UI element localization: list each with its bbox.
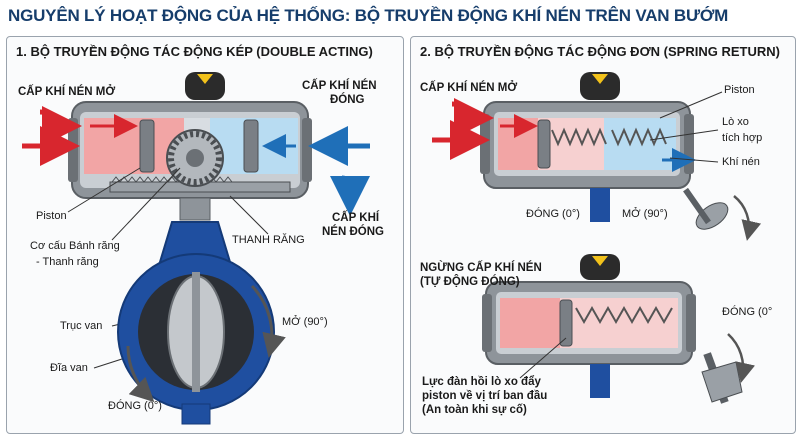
small-valve-disc-open bbox=[683, 187, 729, 230]
right-piston bbox=[243, 119, 259, 173]
integrated-spring bbox=[611, 127, 667, 147]
close-supply-label-1: CẤP KHÍ NÉN bbox=[302, 80, 377, 92]
rack-label: THANH RĂNG bbox=[232, 234, 305, 246]
small-valve-disc-closed bbox=[701, 352, 743, 404]
diagram-title: NGUYÊN LÝ HOẠT ĐỘNG CỦA HỆ THỐNG: BỘ TRU… bbox=[8, 6, 729, 25]
open-supply-label: CẤP KHÍ NÉN MỞ bbox=[18, 86, 116, 98]
close-supply-b-label-2: NÉN ĐÓNG bbox=[322, 226, 384, 238]
spring-open-arrow-1 bbox=[451, 98, 494, 138]
gear-rack-label-2: - Thanh răng bbox=[36, 256, 99, 268]
gear-leader bbox=[111, 167, 181, 241]
close-supply-b-label-1: CẤP KHÍ bbox=[332, 212, 380, 224]
return-label-2: piston về vị trí ban đầu bbox=[422, 390, 548, 402]
spring-close-deg-label-2: ĐÓNG (0° bbox=[722, 306, 773, 318]
open-air-arrow-1 bbox=[39, 106, 82, 146]
spring-open-deg-label: MỞ (90°) bbox=[622, 208, 668, 220]
stem-label: Trục van bbox=[60, 320, 103, 332]
disc-label: Đĩa van bbox=[50, 362, 88, 374]
open-deg-label: MỞ (90°) bbox=[282, 316, 328, 328]
spring-label-2: tích hợp bbox=[722, 132, 763, 144]
spring-close-deg-label: ĐÓNG (0°) bbox=[526, 208, 580, 220]
left-piston bbox=[139, 119, 155, 173]
close-deg-label: ĐÓNG (0°) bbox=[108, 400, 162, 412]
return-spring bbox=[575, 305, 673, 325]
spring-return-actuator-top bbox=[480, 72, 762, 241]
butterfly-valve bbox=[117, 221, 275, 425]
return-label-3: (An toàn khi sự cố) bbox=[422, 404, 527, 416]
spring-piston bbox=[537, 119, 551, 169]
spring-return-actuator-bottom bbox=[482, 254, 755, 404]
close-supply-label-2: ĐÓNG bbox=[330, 94, 365, 106]
piston-label: Piston bbox=[36, 210, 67, 222]
double-acting-heading: 1. BỘ TRUYỀN ĐỘNG TÁC ĐỘNG KÉP (DOUBLE A… bbox=[16, 44, 373, 59]
close-air-arrow-2 bbox=[330, 175, 370, 216]
spring-open-supply-label: CẤP KHÍ NÉN MỞ bbox=[420, 82, 518, 94]
close-rotation-arrow bbox=[126, 345, 155, 403]
spring-piston-label: Piston bbox=[724, 84, 755, 96]
piston-leader bbox=[67, 167, 141, 213]
air-label: Khí nén bbox=[722, 156, 760, 168]
rack-leader bbox=[229, 195, 269, 235]
open-rotation-arrow bbox=[250, 284, 286, 358]
spring-label-1: Lò xo bbox=[722, 116, 749, 128]
position-indicator-knob bbox=[185, 72, 225, 100]
return-label-1: Lực đàn hồi lò xo đẩy bbox=[422, 376, 541, 388]
stop-supply-label-2: (TỰ ĐỘNG ĐÓNG) bbox=[420, 276, 520, 288]
position-indicator-icon bbox=[197, 74, 213, 84]
stop-supply-label-1: NGỪNG CẤP KHÍ NÉN bbox=[420, 262, 542, 274]
spring-return-heading: 2. BỘ TRUYỀN ĐỘNG TÁC ĐỘNG ĐƠN (SPRING R… bbox=[420, 44, 780, 59]
gear-rack-label-1: Cơ cấu Bánh răng bbox=[30, 240, 120, 252]
